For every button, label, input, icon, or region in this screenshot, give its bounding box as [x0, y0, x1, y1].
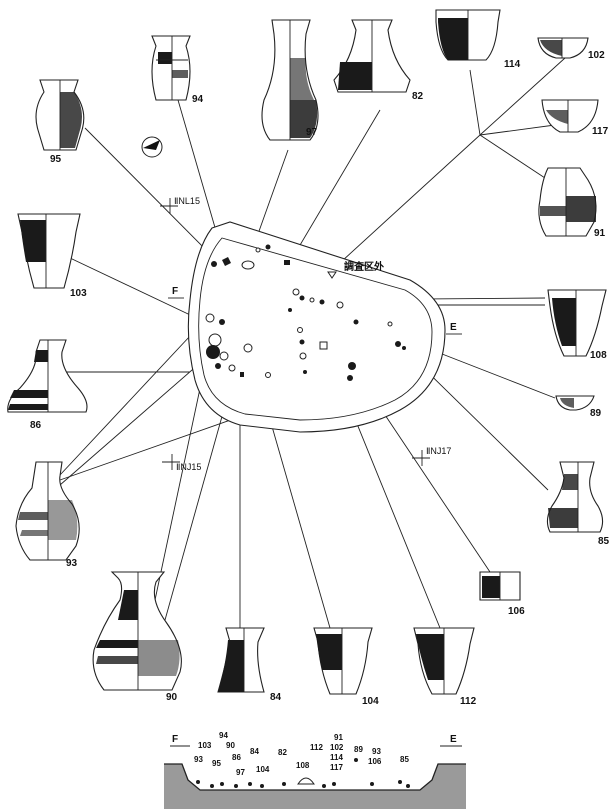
vessel-117: 117: [541, 99, 609, 137]
section-number-91: 91: [334, 733, 343, 742]
section-number-93-b: 93: [372, 747, 381, 756]
section-number-117: 117: [330, 763, 343, 772]
vessel-number-108: 108: [590, 350, 607, 361]
vessel-104: 104: [313, 627, 379, 707]
vessel-number-93: 93: [66, 558, 78, 569]
vessel-112: 112: [413, 627, 477, 707]
section-number-93: 93: [194, 755, 203, 764]
vessel-82: 82: [333, 19, 424, 102]
grid-marker-nj15: ⅡNJ15: [162, 454, 201, 472]
vessel-number-95: 95: [50, 154, 62, 165]
vessel-number-106: 106: [508, 606, 525, 617]
vessel-number-94: 94: [192, 94, 204, 105]
section-number-112: 112: [310, 743, 323, 752]
section-number-97: 97: [236, 768, 245, 777]
sherd-scatter: [205, 244, 406, 381]
vessel-102: 102: [537, 37, 605, 61]
vessel-89: 89: [555, 395, 602, 419]
vessel-number-97: 97: [306, 127, 318, 138]
vessel-number-103: 103: [70, 288, 87, 299]
vessel-number-117: 117: [592, 126, 609, 137]
vessel-90: 90: [92, 571, 182, 703]
section-number-108: 108: [296, 761, 310, 770]
vessel-number-84: 84: [270, 692, 282, 703]
vessel-86: 86: [7, 339, 88, 431]
section-number-82: 82: [278, 748, 287, 757]
vessel-number-114: 114: [504, 59, 521, 70]
vessel-114: 114: [435, 9, 521, 70]
vessel-108: 108: [547, 289, 607, 361]
section-number-103: 103: [198, 741, 212, 750]
section-e-label: E: [450, 322, 457, 333]
vessel-103: 103: [17, 213, 87, 299]
section-number-114: 114: [330, 753, 343, 762]
vessel-94: 94: [151, 35, 204, 105]
vessel-91: 91: [538, 167, 606, 239]
pit-feature: [187, 221, 446, 433]
vessel-number-90: 90: [166, 692, 178, 703]
vessel-number-91: 91: [594, 228, 606, 239]
section-profile-f-label: F: [172, 734, 178, 745]
section-line-marker: F E: [168, 286, 462, 335]
vessel-95: 95: [35, 79, 85, 165]
section-f-label: F: [172, 286, 178, 297]
vessel-number-102: 102: [588, 50, 605, 61]
vessel-93: 93: [15, 461, 80, 569]
vessel-number-85: 85: [598, 536, 610, 547]
vessel-85: 85: [546, 461, 610, 547]
section-number-104: 104: [256, 765, 270, 774]
section-number-95: 95: [212, 759, 221, 768]
section-number-106: 106: [368, 757, 382, 766]
section-number-102: 102: [330, 743, 344, 752]
vessel-number-82: 82: [412, 91, 424, 102]
vessel-number-104: 104: [362, 696, 379, 707]
vessel-number-112: 112: [460, 696, 477, 707]
vessel-number-86: 86: [30, 420, 42, 431]
section-number-85: 85: [400, 755, 409, 764]
grid-marker-nj17: ⅡNJ17: [412, 446, 451, 466]
vessel-106: 106: [479, 571, 525, 617]
outside-survey-area-label: 調査区外: [344, 260, 384, 273]
section-number-84: 84: [250, 747, 259, 756]
section-number-94: 94: [219, 731, 228, 740]
section-number-86: 86: [232, 753, 241, 762]
grid-label-nj17: ⅡNJ17: [426, 446, 451, 456]
section-profile-e-label: E: [450, 734, 457, 745]
vessel-97: 97: [261, 19, 319, 141]
section-number-89: 89: [354, 745, 363, 754]
grid-marker-nl15: ⅡNL15: [160, 196, 200, 214]
vessel-number-89: 89: [590, 408, 602, 419]
vessel-84: 84: [217, 627, 282, 703]
section-profile: F E 93 103 95 94 90 86 97 84 104 82 108 …: [164, 731, 466, 809]
north-arrow-icon: [141, 136, 163, 158]
grid-label-nj15: ⅡNJ15: [176, 462, 201, 472]
grid-label-nl15: ⅡNL15: [174, 196, 200, 206]
section-number-90: 90: [226, 741, 235, 750]
